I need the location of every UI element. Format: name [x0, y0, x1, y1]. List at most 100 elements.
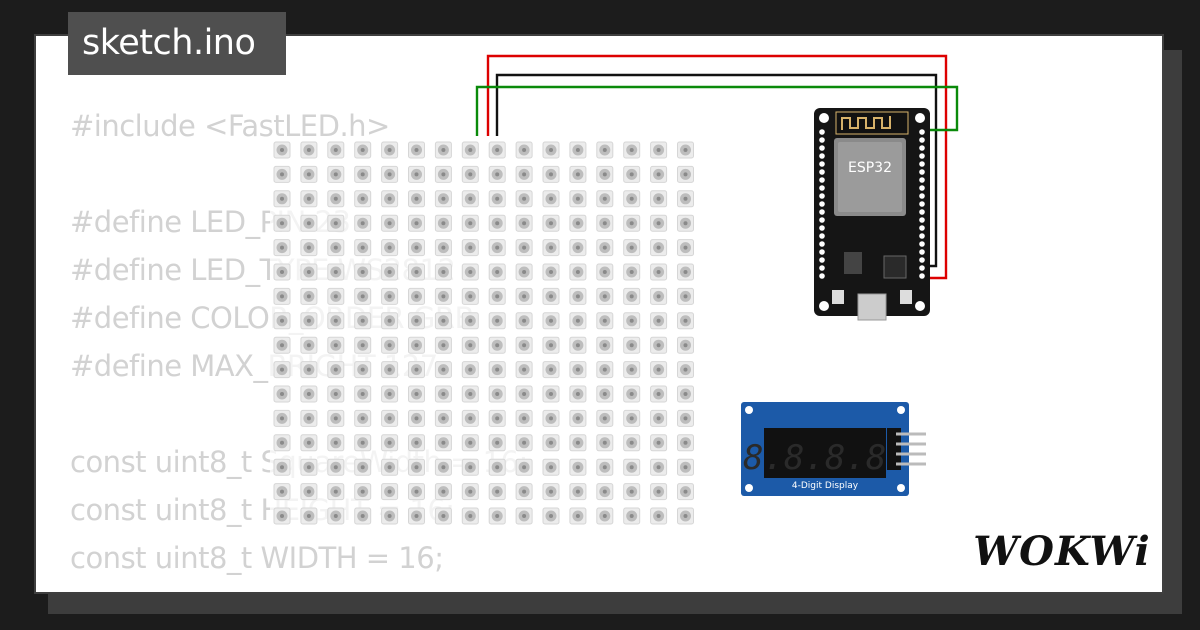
- led-pixel: [650, 434, 668, 452]
- led-pixel: [650, 141, 668, 159]
- led-pixel: [542, 214, 560, 232]
- display-label: 4-Digit Display: [792, 481, 859, 491]
- led-pixel: [542, 434, 560, 452]
- led-pixel: [408, 287, 425, 305]
- led-pixel: [327, 507, 345, 525]
- led-pixel: [596, 312, 614, 330]
- led-pixel: [677, 263, 694, 281]
- led-pixel: [515, 312, 533, 330]
- led-pixel: [488, 141, 506, 159]
- esp32-pin: [919, 193, 925, 199]
- led-pixel: [354, 190, 372, 208]
- led-pixel: [596, 336, 614, 354]
- esp32-pin: [819, 273, 825, 279]
- led-pixel: [300, 434, 318, 452]
- led-pixel: [623, 409, 641, 427]
- led-pixel: [515, 409, 533, 427]
- four-digit-display[interactable]: 8.8.8.8. 4-Digit Display: [741, 402, 926, 496]
- led-pixel: [273, 214, 291, 232]
- display-digits: 8.8.8.8.: [743, 438, 907, 478]
- led-pixel: [300, 141, 318, 159]
- esp32-pin: [919, 233, 925, 239]
- led-pixel: [596, 458, 614, 476]
- led-pixel: [434, 312, 452, 330]
- esp32-pin: [919, 129, 925, 135]
- wire-green: [475, 85, 959, 136]
- led-pixel: [596, 190, 614, 208]
- led-pixel: [408, 263, 425, 281]
- led-pixel: [542, 361, 560, 379]
- led-pixel: [327, 434, 345, 452]
- esp32-pin: [819, 201, 825, 207]
- led-pixel: [327, 214, 345, 232]
- file-tab[interactable]: sketch.ino: [68, 12, 286, 75]
- led-pixel: [354, 434, 372, 452]
- led-pixel: [623, 507, 641, 525]
- led-pixel: [408, 458, 425, 476]
- led-pixel: [300, 165, 318, 183]
- led-pixel: [650, 287, 668, 305]
- led-pixel: [542, 409, 560, 427]
- led-pixel: [542, 287, 560, 305]
- led-pixel: [434, 239, 452, 257]
- led-pixel: [381, 239, 399, 257]
- led-pixel: [677, 409, 694, 427]
- led-pixel: [300, 190, 318, 208]
- led-pixel: [408, 190, 425, 208]
- led-pixel: [677, 385, 694, 403]
- led-pixel: [381, 385, 399, 403]
- wires: [475, 54, 959, 280]
- led-pixel: [542, 458, 560, 476]
- led-pixel: [273, 190, 291, 208]
- led-pixel: [569, 312, 587, 330]
- led-pixel: [408, 214, 425, 232]
- led-pixel: [381, 190, 399, 208]
- led-pixel: [354, 507, 372, 525]
- led-pixel: [515, 287, 533, 305]
- led-pixel: [623, 434, 641, 452]
- esp32-pin: [819, 217, 825, 223]
- led-pixel: [381, 434, 399, 452]
- led-pixel: [381, 263, 399, 281]
- led-pixel: [623, 190, 641, 208]
- led-pixel: [461, 165, 479, 183]
- led-pixel: [408, 239, 425, 257]
- led-pixel: [650, 483, 668, 501]
- led-pixel: [300, 263, 318, 281]
- led-pixel: [354, 239, 372, 257]
- esp32-pin: [819, 225, 825, 231]
- led-pixel: [327, 409, 345, 427]
- led-pixel: [488, 434, 506, 452]
- led-pixel: [327, 336, 345, 354]
- led-pixel: [461, 190, 479, 208]
- led-pixel: [515, 239, 533, 257]
- led-pixel: [273, 409, 291, 427]
- led-pixel: [569, 483, 587, 501]
- led-pixel: [542, 141, 560, 159]
- led-pixel: [542, 239, 560, 257]
- led-pixel: [273, 165, 291, 183]
- esp32-board[interactable]: ESP32: [814, 108, 930, 321]
- led-pixel: [381, 361, 399, 379]
- led-pixel: [434, 165, 452, 183]
- led-pixel: [461, 336, 479, 354]
- esp32-pin: [919, 265, 925, 271]
- esp32-pin: [919, 169, 925, 175]
- wokwi-logo[interactable]: WOKWi: [973, 528, 1151, 575]
- esp32-pin: [819, 265, 825, 271]
- led-pixel: [273, 434, 291, 452]
- led-pixel: [327, 263, 345, 281]
- led-pixel: [434, 190, 452, 208]
- led-pixel: [542, 483, 560, 501]
- led-matrix[interactable]: [270, 138, 696, 525]
- esp32-pin: [919, 217, 925, 223]
- led-pixel: [300, 458, 318, 476]
- led-pixel: [381, 312, 399, 330]
- led-pixel: [354, 336, 372, 354]
- led-pixel: [569, 458, 587, 476]
- led-pixel: [273, 239, 291, 257]
- led-pixel: [273, 507, 291, 525]
- led-pixel: [381, 165, 399, 183]
- led-pixel: [650, 336, 668, 354]
- led-pixel: [542, 336, 560, 354]
